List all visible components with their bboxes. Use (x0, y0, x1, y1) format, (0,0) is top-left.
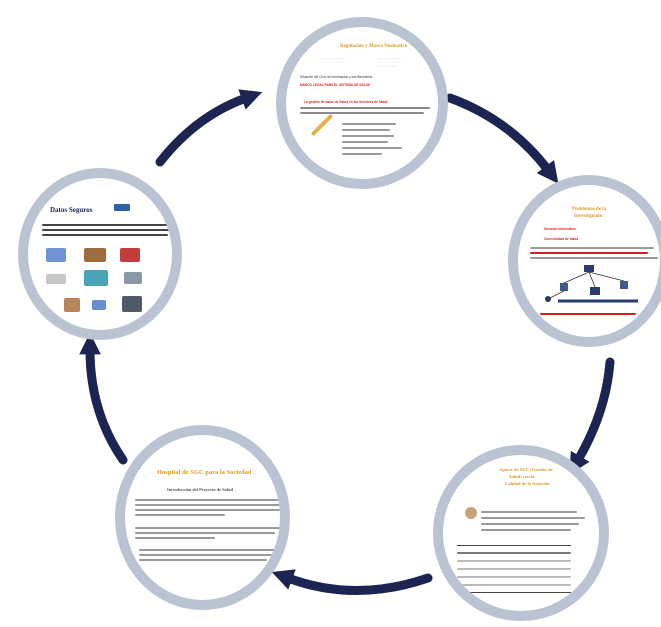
device-image (124, 272, 142, 284)
arrow-top-to-right (445, 93, 559, 184)
person-image (64, 298, 80, 312)
node-bottom-left-text-line (135, 509, 280, 511)
node-right-line2: Conectividad de Salud (544, 237, 579, 241)
node-bottom-left-text-line (135, 514, 225, 516)
node-top-text-line (300, 112, 424, 114)
arrow-right-to-bottom-right (569, 357, 615, 475)
node-bottom-right-title-line2: Salud) con la (509, 474, 535, 479)
node-right-title-line2: Investigación (574, 214, 603, 219)
table-row (457, 560, 571, 562)
node-right-line1: Solución Informática (544, 227, 576, 231)
node-bottom-left-text-line (139, 554, 275, 556)
node-bottom-left-text-line (135, 499, 280, 501)
node-top-text-line (342, 135, 394, 137)
table-row (457, 552, 571, 554)
node-bottom-right-title-line3: Calidad de la Atención (505, 481, 550, 486)
node-right[interactable]: Problemas de la Investigación Solución I… (508, 175, 661, 347)
node-bottom-left-text-line (135, 504, 280, 506)
server-image (122, 296, 142, 312)
warning-image (120, 248, 140, 262)
node-bottom-left-subtitle: Introducción del Proyecto de Salud (167, 487, 233, 492)
node-bottom-left-text-line (135, 527, 280, 529)
node-top-text-line (342, 141, 388, 143)
node-right-title-line1: Problemas de la (572, 207, 607, 212)
node-bottom-right[interactable]: Aporte de SGC (Gestión de Salud) con la … (433, 445, 609, 621)
node-left-text-line (42, 229, 172, 231)
doctor-image (46, 248, 66, 262)
node-top-text-line (342, 153, 382, 155)
node-top-text-line (342, 129, 390, 131)
node-bottom-left[interactable]: Hospital de SGC para la Sociedad Introdu… (115, 425, 290, 610)
node-bottom-right-text-line (481, 523, 579, 525)
node-top-line2: MARCO LEGAL PARA EL SISTEMA DE SALUD (300, 83, 371, 87)
meeting-image (84, 248, 106, 262)
node-left-title: Datos Seguros (50, 206, 93, 214)
table-row (457, 584, 571, 586)
pencil-icon (310, 113, 334, 137)
node-bottom-left-text-line (139, 559, 267, 561)
node-top-text-line (300, 107, 430, 109)
node-bottom-right-text-line (481, 529, 571, 531)
node-top-line1: Situación del Ciclo de Información y sus… (300, 75, 373, 79)
node-bottom-right-text-line (481, 511, 577, 513)
table-grid (457, 545, 571, 593)
node-left-text-line (42, 234, 168, 236)
node-right-text-line (530, 257, 658, 259)
node-bottom-right-title-line1: Aporte de SGC (Gestión de (499, 467, 553, 472)
node-bottom-right-text-line (481, 517, 585, 519)
node-right-text-line (540, 313, 636, 315)
arrow-bottom-right-to-bottom-left (271, 569, 433, 595)
node-top-text-block: · · · · · · · · · · · · · ·· · · · · · ·… (320, 57, 347, 66)
table-row (457, 576, 571, 578)
logo-icon (114, 204, 130, 211)
node-bottom-left-text-line (135, 537, 215, 539)
network-diagram (545, 265, 638, 303)
people-icon (465, 507, 477, 519)
node-top-line3: La gestión de datos de Salud en los Serv… (304, 100, 388, 104)
node-top-text-line (342, 123, 396, 125)
node-top-text-block-right: · · · · · · · · · · · · ·· · · · · · · ·… (378, 57, 403, 70)
node-bottom-left-title: Hospital de SGC para la Sociedad (157, 469, 252, 476)
node-bottom-left-text-line (135, 532, 275, 534)
table-row (457, 568, 571, 570)
node-right-text-line (530, 252, 648, 254)
hands-image (84, 270, 108, 286)
node-top[interactable]: Regulación y Marco Normativo · · · · · ·… (276, 17, 448, 189)
node-left[interactable]: Datos Seguros (18, 168, 182, 340)
node-top-title: Regulación y Marco Normativo (340, 44, 408, 49)
arrow-bottom-left-to-left (79, 332, 128, 465)
arrow-left-to-top (155, 89, 263, 167)
keyboard-image (92, 300, 106, 310)
node-right-text-line (530, 247, 654, 249)
node-left-text-line (42, 224, 170, 226)
network-image (46, 274, 66, 284)
node-top-text-line (342, 147, 402, 149)
node-bottom-left-text-line (139, 549, 279, 551)
